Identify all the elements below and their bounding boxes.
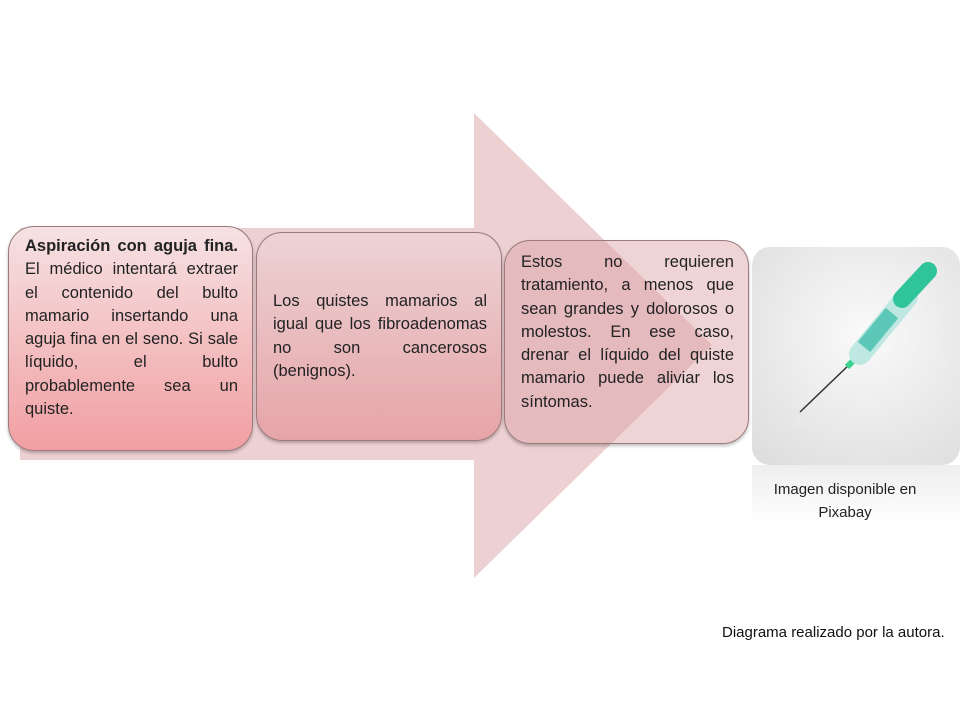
step-2-text: Los quistes mamarios al igual que los fi… [273,291,487,380]
image-caption: Imagen disponible en Pixabay [773,481,917,521]
step-1-box: Aspiración con aguja fina. El médico int… [8,226,253,451]
step-1-text: El médico intentará extraer el contenido… [25,260,238,419]
image-reflection [752,465,960,525]
syringe-icon [794,262,937,427]
step-2-box: Los quistes mamarios al igual que los fi… [256,232,502,441]
syringe-image [752,247,960,465]
step-1-title: Aspiración con aguja fina. [25,237,238,255]
step-3-text: Estos no requieren tratamiento, a menos … [521,253,734,411]
step-3-box: Estos no requieren tratamiento, a menos … [504,240,749,444]
diagram-credit: Diagrama realizado por la autora. [722,624,945,641]
